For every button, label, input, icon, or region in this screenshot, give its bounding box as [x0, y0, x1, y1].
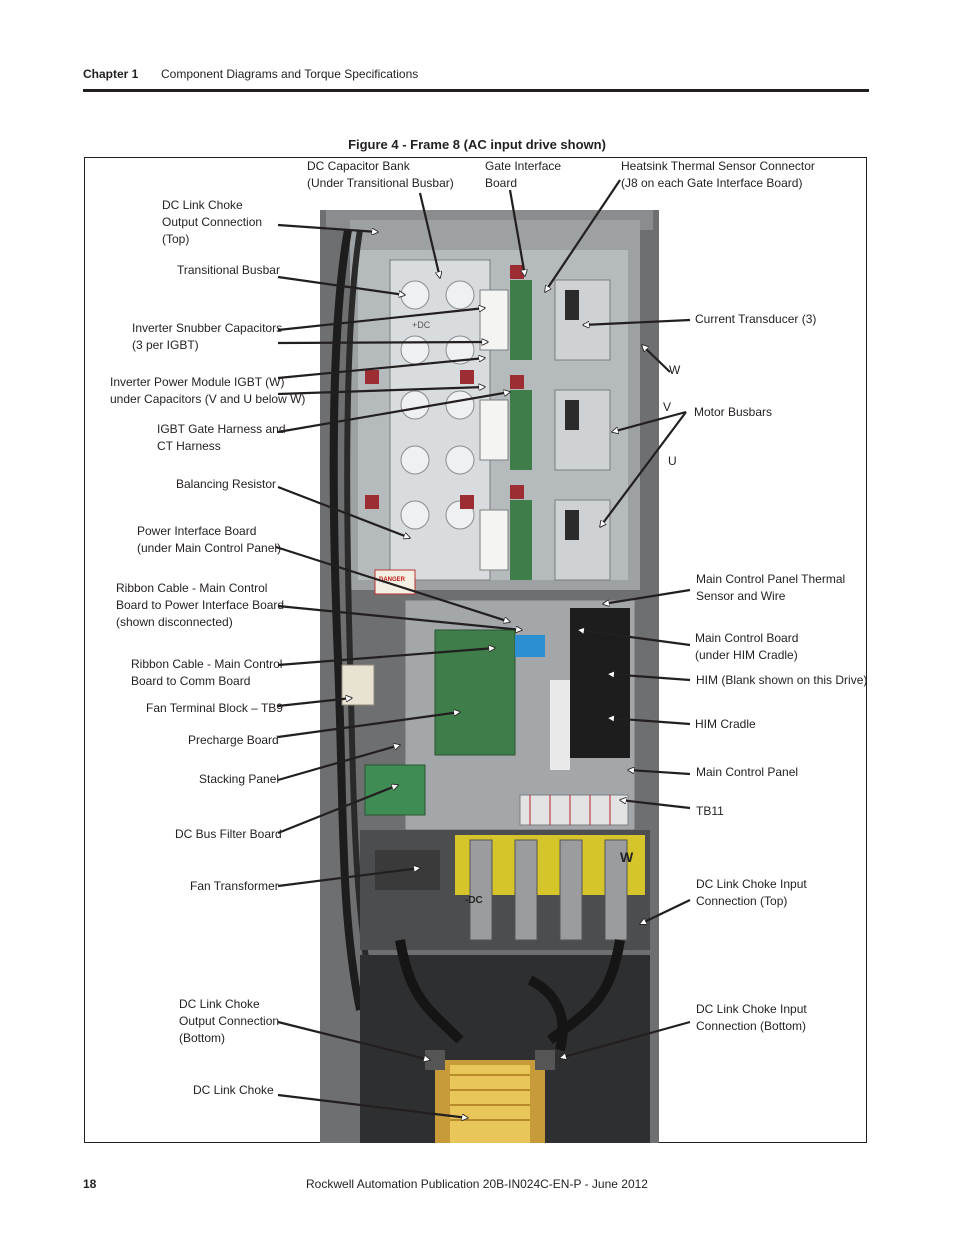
callout-main-control-panel-thermal: Main Control Panel Thermal Sensor and Wi… [696, 572, 846, 603]
photo-mark-dc-minus: -DC [465, 895, 483, 906]
callout-phase-u: U [668, 454, 677, 468]
drive-photo: +DC DANGER -DC W [320, 210, 659, 1143]
callout-dc-link-choke-output-bottom: DC Link Choke Output Connection (Bottom) [179, 997, 280, 1045]
photo-mark-dc-plus: +DC [412, 320, 431, 330]
callout-ribbon-cable-power: Ribbon Cable - Main Control Board to Pow… [116, 581, 285, 629]
photo-mark-w: W [620, 849, 634, 865]
callout-inverter-power-module: Inverter Power Module IGBT (W) under Cap… [110, 375, 306, 406]
callout-power-interface-board: Power Interface Board (under Main Contro… [137, 524, 282, 555]
callout-transitional-busbar: Transitional Busbar [177, 263, 280, 277]
callout-heatsink-thermal-sensor-connector: Heatsink Thermal Sensor Connector (J8 on… [621, 159, 815, 190]
publication-line: Rockwell Automation Publication 20B-IN02… [306, 1177, 648, 1191]
callout-current-transducer: Current Transducer (3) [695, 312, 817, 326]
callout-him: HIM (Blank shown on this Drive) [696, 673, 868, 687]
page-number: 18 [83, 1177, 97, 1191]
chapter-label: Chapter 1 [83, 67, 139, 81]
callout-phase-w: W [669, 363, 681, 377]
callout-dc-link-choke: DC Link Choke [193, 1083, 274, 1097]
photo-mark-danger: DANGER [379, 577, 406, 583]
callout-him-cradle: HIM Cradle [695, 717, 756, 731]
callout-ribbon-cable-comm: Ribbon Cable - Main Control Board to Com… [131, 657, 283, 688]
figure-caption: Figure 4 - Frame 8 (AC input drive shown… [348, 137, 606, 152]
callout-main-control-panel: Main Control Panel [696, 765, 799, 779]
callout-tb11: TB11 [696, 804, 724, 818]
callout-fan-terminal-block: Fan Terminal Block – TB9 [146, 701, 283, 715]
chapter-title: Component Diagrams and Torque Specificat… [161, 67, 419, 81]
callout-dc-bus-filter-board: DC Bus Filter Board [175, 827, 282, 841]
callout-motor-busbars: Motor Busbars [694, 405, 773, 419]
callout-gate-interface-board: Gate Interface Board [485, 159, 562, 190]
callout-inverter-snubber-capacitors: Inverter Snubber Capacitors (3 per IGBT) [132, 321, 283, 352]
callout-stacking-panel: Stacking Panel [199, 772, 280, 786]
callout-igbt-gate-harness: IGBT Gate Harness and CT Harness [157, 422, 286, 453]
callout-dc-link-choke-output-top: DC Link Choke Output Connection (Top) [162, 198, 263, 246]
callout-main-control-board: Main Control Board (under HIM Cradle) [695, 631, 799, 662]
callout-dc-capacitor-bank: DC Capacitor Bank (Under Transitional Bu… [307, 159, 454, 190]
callout-balancing-resistor: Balancing Resistor [176, 477, 277, 491]
callout-fan-transformer: Fan Transformer [190, 879, 279, 893]
header-rule [83, 89, 869, 92]
callout-dc-link-choke-input-bottom: DC Link Choke Input Connection (Bottom) [696, 1002, 807, 1033]
callout-precharge-board: Precharge Board [188, 733, 279, 747]
callout-dc-link-choke-input-top: DC Link Choke Input Connection (Top) [696, 877, 807, 908]
callout-phase-v: V [663, 400, 672, 414]
